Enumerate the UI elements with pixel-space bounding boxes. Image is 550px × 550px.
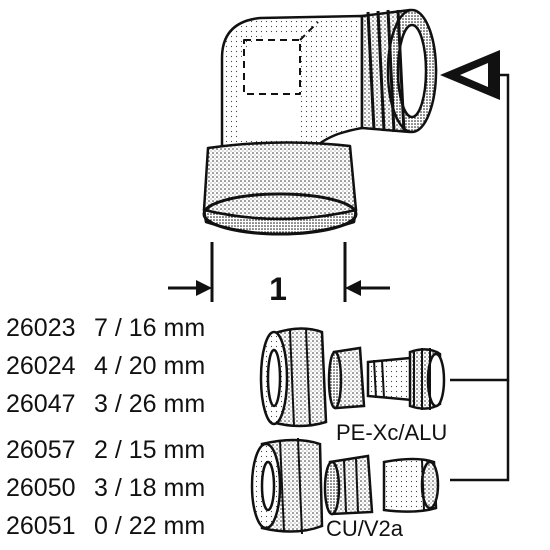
material-label-pe-xc-alu: PE-Xc/ALU bbox=[336, 420, 447, 445]
female-socket bbox=[202, 141, 358, 221]
article-size: 3 / 26 mm bbox=[94, 390, 205, 418]
article-number: 26051 bbox=[6, 512, 76, 540]
article-number: 26047 bbox=[6, 390, 76, 418]
dimension-right-arrowhead bbox=[345, 280, 361, 296]
article-size: 2 / 15 mm bbox=[94, 436, 205, 464]
material-label-cu-v2a: CU/V2a bbox=[326, 516, 404, 541]
article-number: 26050 bbox=[6, 474, 76, 502]
dimension-label: 1 bbox=[269, 271, 287, 307]
article-size: 7 / 16 mm bbox=[94, 314, 205, 342]
arrowhead-inner bbox=[460, 63, 488, 87]
article-size: 0 / 22 mm bbox=[94, 512, 205, 540]
dimension-left-arrowhead bbox=[196, 280, 212, 296]
article-number: 26024 bbox=[6, 352, 76, 380]
elbow-inner-dashed bbox=[243, 39, 301, 95]
bracket-line-lower bbox=[450, 380, 510, 482]
bracket-line bbox=[450, 73, 510, 382]
elbow-highlight bbox=[240, 34, 300, 140]
article-size: 4 / 20 mm bbox=[94, 352, 205, 380]
pe-xc-alu-fitting-set bbox=[259, 327, 446, 428]
connector-bracket bbox=[450, 73, 510, 482]
male-thread bbox=[360, 8, 438, 134]
article-number: 26057 bbox=[6, 436, 76, 464]
article-size: 3 / 18 mm bbox=[94, 474, 205, 502]
article-number: 26023 bbox=[6, 314, 76, 342]
article-list: 26023 7 / 16 mm 26024 4 / 20 mm 26047 3 … bbox=[6, 314, 205, 540]
socket-edge bbox=[202, 192, 358, 236]
elbow-fitting bbox=[202, 8, 438, 236]
elbow-inner-dashed-line bbox=[299, 21, 319, 41]
dimension-marker bbox=[168, 242, 390, 302]
cu-v2a-fitting-set bbox=[250, 437, 440, 535]
